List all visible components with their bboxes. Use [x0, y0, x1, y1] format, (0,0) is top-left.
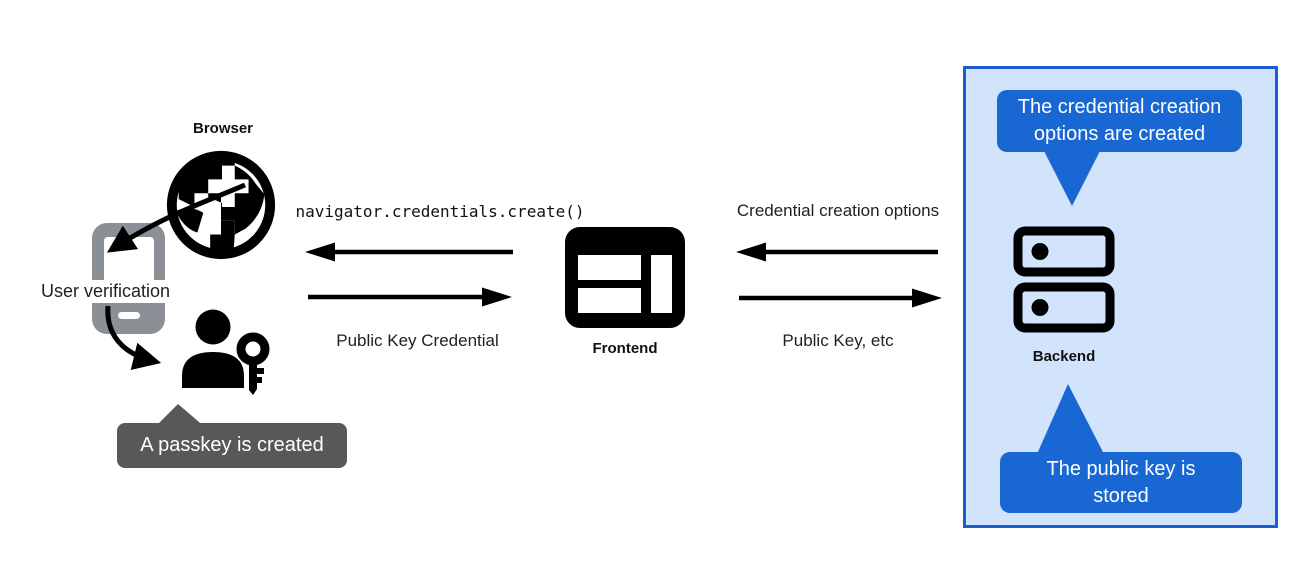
person-key-icon — [182, 309, 270, 395]
phone-to-user-arrow — [105, 305, 162, 370]
browser-label: Browser — [192, 120, 254, 137]
frontend-label: Frontend — [592, 340, 658, 357]
user-verification-label: User verification — [38, 280, 174, 303]
key-icon — [236, 332, 270, 395]
public-key-etc-arrow-right — [739, 288, 942, 308]
creation-options-arrow-left — [736, 242, 938, 262]
public-key-credential-label: Public Key Credential — [336, 331, 499, 350]
passkey-tooltip: A passkey is created — [117, 423, 347, 468]
options-created-bubble: The credential creation options are crea… — [997, 90, 1242, 152]
person-icon — [182, 309, 244, 388]
globe-to-phone-arrow — [106, 182, 246, 253]
public-key-credential-arrow-right — [308, 287, 512, 307]
backend-label: Backend — [1032, 348, 1096, 365]
key-stored-bubble-line1: The public key is — [1046, 457, 1196, 480]
server-stack-icon — [1013, 226, 1115, 333]
options-created-bubble-pointer — [1044, 151, 1100, 206]
passkey-tooltip-pointer — [154, 404, 206, 428]
options-created-bubble-line1: The credential creation — [1017, 96, 1222, 118]
key-stored-bubble-line2: stored — [1093, 484, 1149, 507]
key-stored-bubble-pointer — [1037, 384, 1104, 454]
credential-creation-options-label: Credential creation options — [736, 201, 940, 220]
create-call-arrow-left — [305, 242, 513, 262]
options-created-bubble-line2: options are created — [1033, 123, 1206, 145]
globe-icon — [166, 150, 276, 260]
verification-flow-arrows — [105, 182, 246, 370]
public-key-etc-label: Public Key, etc — [782, 331, 894, 350]
api-call-label: navigator.credentials.create() — [295, 202, 585, 221]
browser-window-icon — [565, 227, 685, 328]
key-stored-bubble: The public key is stored — [1000, 452, 1242, 513]
